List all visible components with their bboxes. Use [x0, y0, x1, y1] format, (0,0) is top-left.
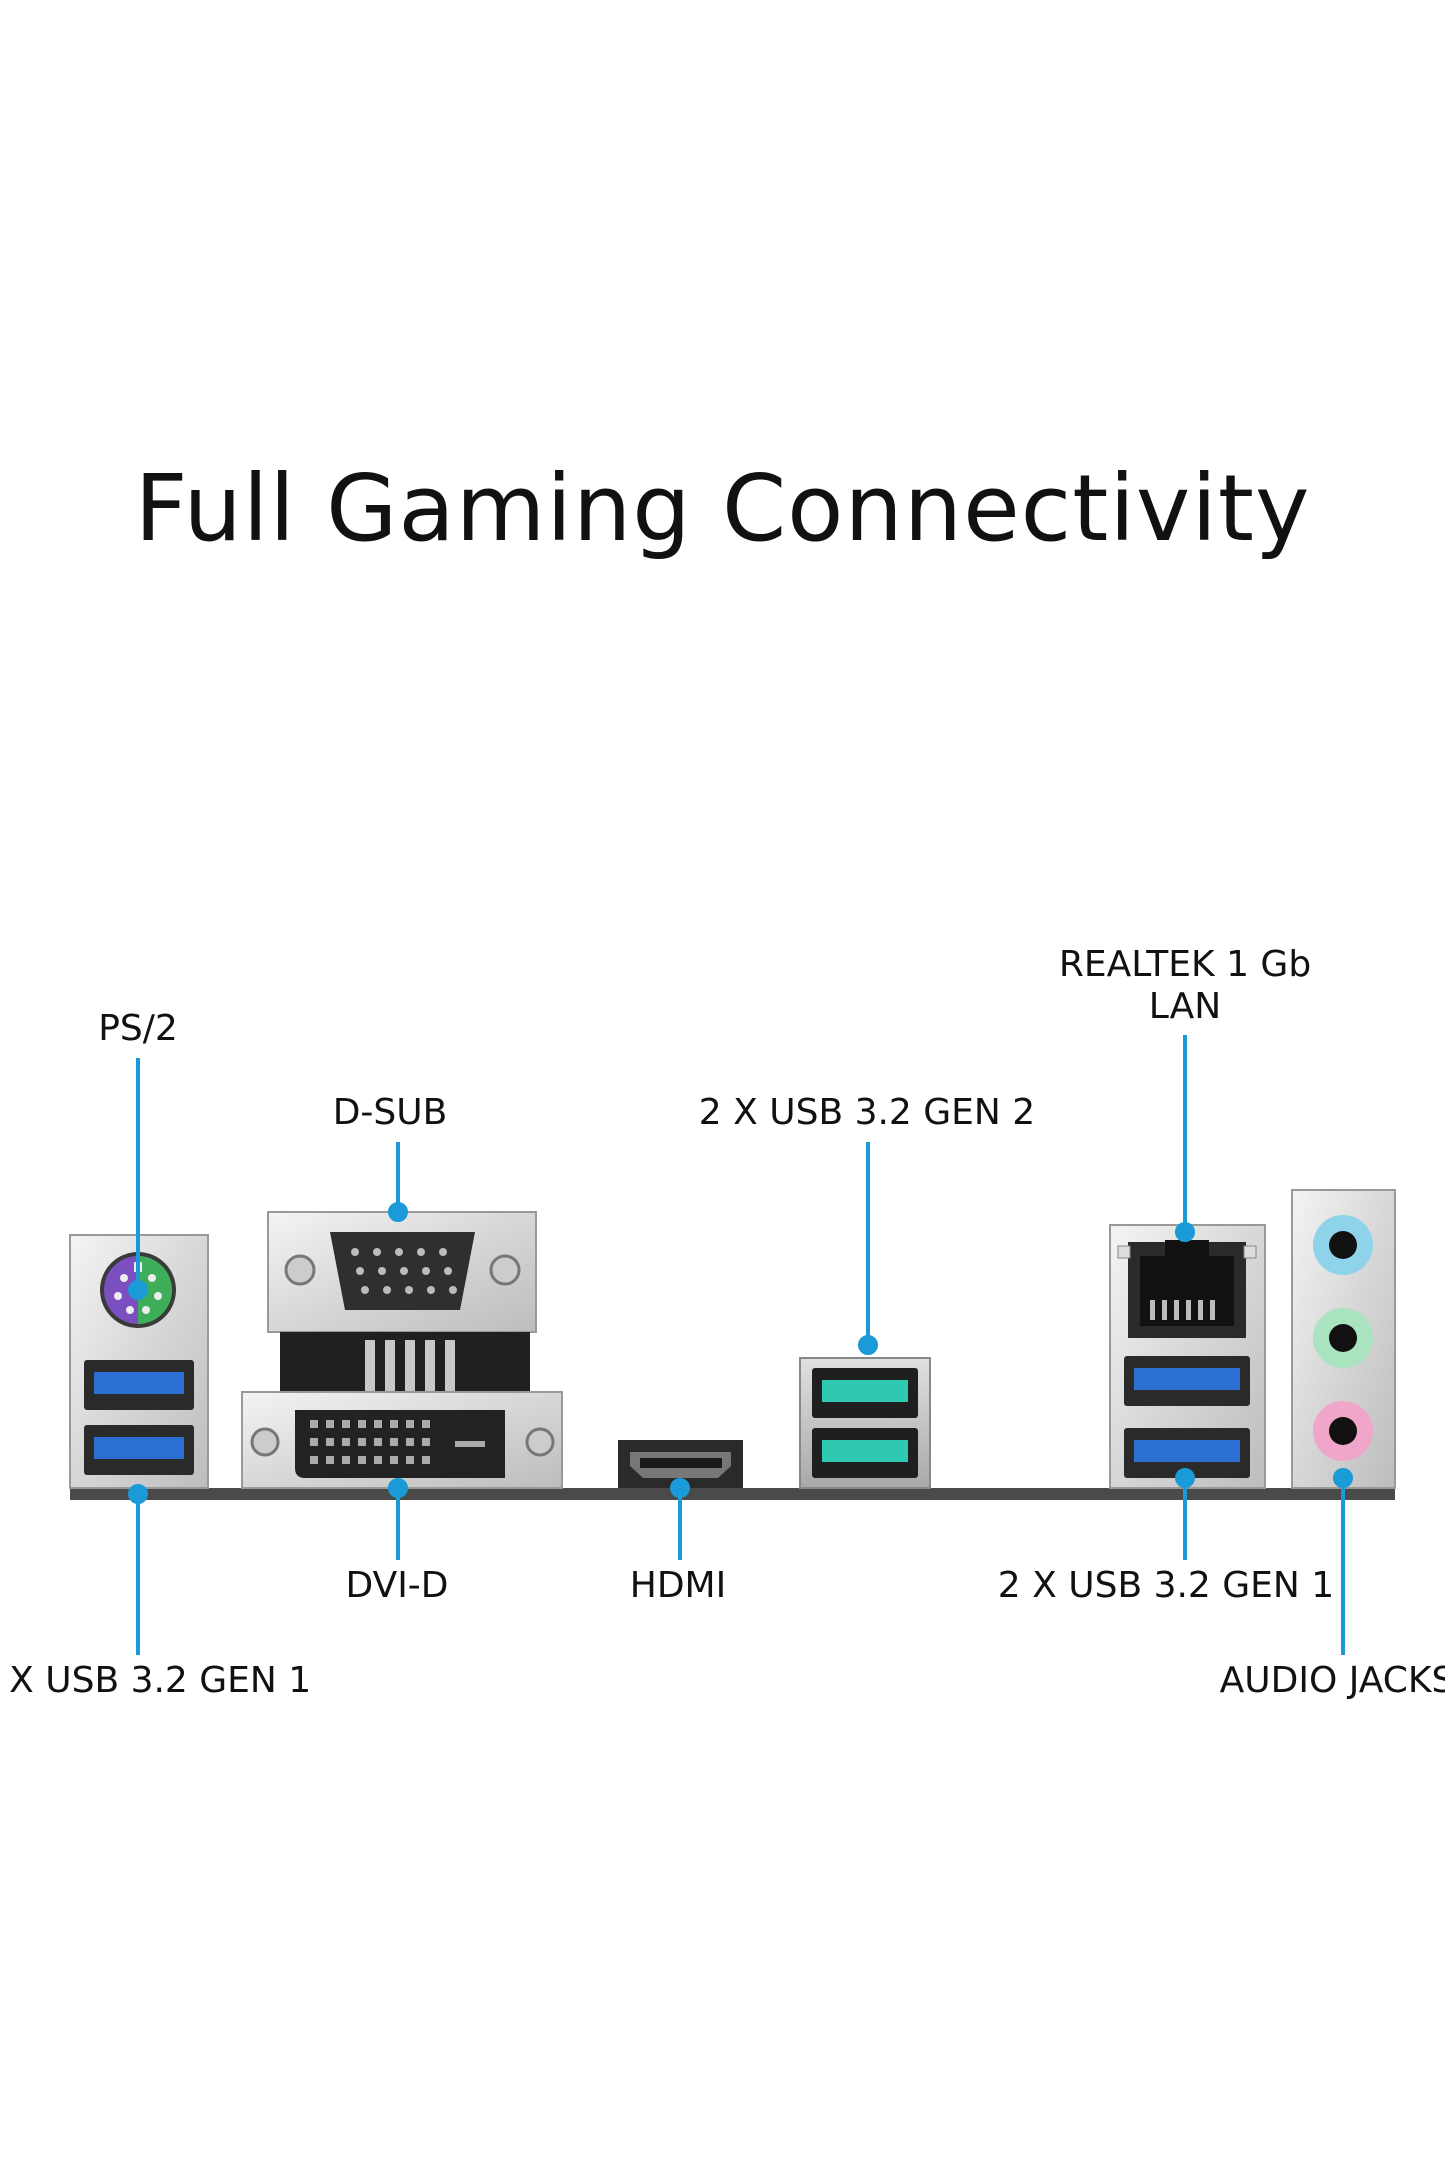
usb-gen2-stack	[799, 1357, 931, 1489]
lan-port-icon	[1117, 1240, 1257, 1338]
label-hdmi: HDMI	[629, 1565, 727, 1606]
usb3-port-icon	[1124, 1356, 1250, 1406]
label-lan-line2: LAN	[1148, 986, 1222, 1027]
usb-gen2-port-icon	[812, 1428, 918, 1478]
label-usb-gen1-left: 2 X USB 3.2 GEN 1	[0, 1660, 312, 1701]
label-lan-line1: REALTEK 1 Gb	[1058, 944, 1312, 985]
usb-gen2-port-icon	[812, 1368, 918, 1418]
label-dsub: D-SUB	[332, 1092, 448, 1133]
vga-port-icon	[330, 1232, 475, 1310]
label-usb-gen2: 2 X USB 3.2 GEN 2	[698, 1092, 1036, 1133]
usb3-port-icon	[1124, 1428, 1250, 1478]
page-title: Full Gaming Connectivity	[134, 455, 1311, 562]
lan-usb-stack	[1109, 1224, 1266, 1489]
audio-line-in-icon	[1313, 1215, 1373, 1275]
label-ps2: PS/2	[98, 1008, 178, 1049]
usb3-port-icon	[84, 1425, 194, 1475]
label-lan: REALTEK 1 Gb LAN	[1059, 944, 1311, 1028]
label-usb-gen1-right: 2 X USB 3.2 GEN 1	[997, 1565, 1335, 1606]
audio-jack-stack	[1291, 1189, 1396, 1489]
audio-mic-icon	[1313, 1401, 1373, 1461]
dvi-port-icon	[295, 1410, 505, 1478]
dsub-dvi-stack	[241, 1211, 563, 1489]
label-audio: AUDIO JACKS	[1219, 1660, 1445, 1701]
io-shield-base	[70, 1488, 1395, 1500]
ps2-usb-stack	[69, 1234, 209, 1489]
usb3-port-icon	[84, 1360, 194, 1410]
label-dvid: DVI-D	[345, 1565, 449, 1606]
audio-line-out-icon	[1313, 1308, 1373, 1368]
